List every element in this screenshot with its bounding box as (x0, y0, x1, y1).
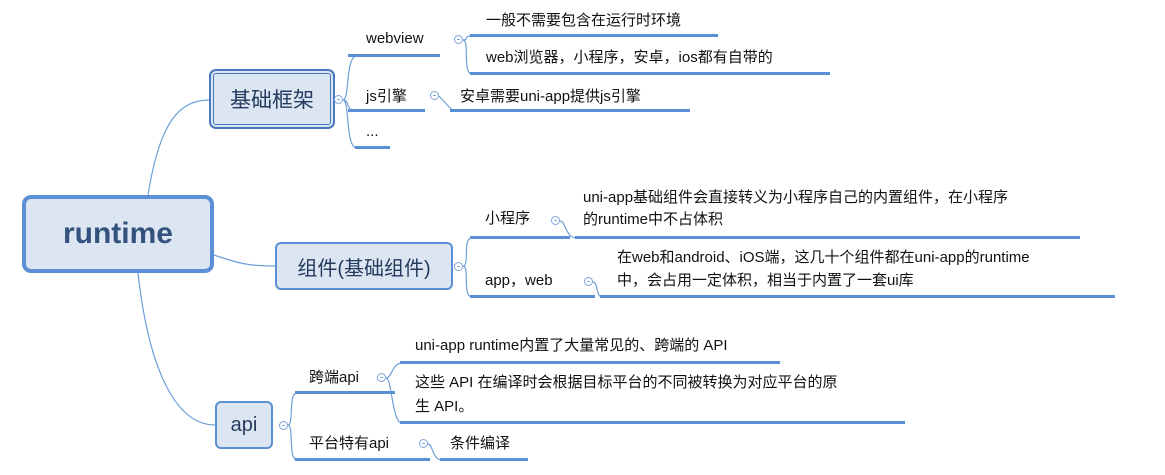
underline (575, 236, 1080, 239)
note[interactable]: 中，会占用一定体积，相当于内置了一套ui库 (617, 272, 914, 289)
collapse-icon[interactable] (334, 95, 343, 104)
note[interactable]: uni-app runtime内置了大量常见的、跨端的 API (415, 337, 728, 354)
root-node[interactable]: runtime (22, 195, 214, 273)
note[interactable]: 条件编译 (450, 435, 511, 452)
topic-cross-platform-api[interactable]: 跨端api (309, 369, 360, 386)
collapse-icon[interactable] (279, 421, 288, 430)
underline (440, 458, 528, 461)
topic-more[interactable]: ... (366, 123, 379, 140)
branch-node-api[interactable]: api (215, 401, 273, 449)
underline (470, 72, 830, 75)
topic-platform-specific-api[interactable]: 平台特有api (309, 435, 390, 452)
root-label: runtime (62, 217, 173, 250)
underline (400, 421, 905, 424)
underline (355, 146, 390, 149)
note[interactable]: uni-app基础组件会直接转义为小程序自己的内置组件，在小程序 (583, 189, 1009, 206)
note[interactable]: 生 API。 (415, 398, 474, 415)
collapse-icon[interactable] (584, 277, 593, 286)
topic-webview[interactable]: webview (366, 30, 424, 47)
note[interactable]: 一般不需要包含在运行时环境 (486, 12, 682, 29)
branch-label: 组件(基础组件) (297, 257, 431, 280)
underline (470, 295, 595, 298)
underline (600, 295, 1115, 298)
note[interactable]: 的runtime中不占体积 (583, 211, 724, 228)
underline (295, 391, 395, 394)
branch-label: 基础框架 (230, 89, 314, 112)
collapse-icon[interactable] (419, 439, 428, 448)
note[interactable]: 这些 API 在编译时会根据目标平台的不同被转换为对应平台的原 (415, 374, 838, 391)
collapse-icon[interactable] (454, 35, 463, 44)
underline (348, 109, 425, 112)
collapse-icon[interactable] (430, 91, 439, 100)
note[interactable]: 在web和android、iOS端，这几十个组件都在uni-app的runtim… (617, 249, 1030, 266)
underline (470, 236, 570, 239)
topic-app-web[interactable]: app，web (485, 272, 553, 289)
underline (470, 34, 718, 37)
underline (295, 458, 430, 461)
topic-js-engine[interactable]: js引擎 (366, 88, 407, 105)
collapse-icon[interactable] (551, 216, 560, 225)
branch-node-components[interactable]: 组件(基础组件) (275, 242, 453, 290)
note[interactable]: 安卓需要uni-app提供js引擎 (460, 88, 641, 105)
note[interactable]: web浏览器，小程序，安卓，ios都有自带的 (486, 49, 773, 66)
collapse-icon[interactable] (377, 373, 386, 382)
topic-miniprogram[interactable]: 小程序 (485, 210, 531, 227)
underline (450, 109, 690, 112)
branch-node-framework[interactable]: 基础框架 (210, 70, 334, 128)
underline (348, 54, 440, 57)
underline (400, 361, 780, 364)
collapse-icon[interactable] (454, 262, 463, 271)
branch-label: api (230, 413, 258, 436)
